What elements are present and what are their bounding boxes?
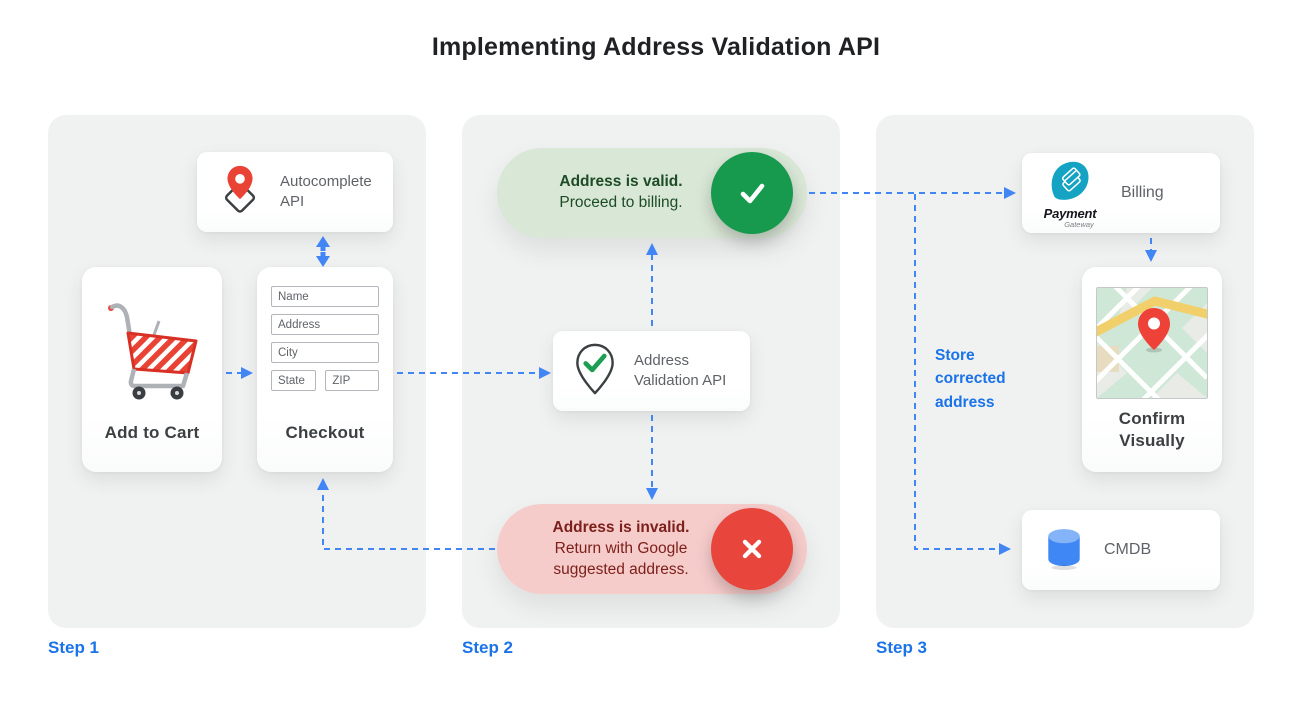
- validation-api-label: Address Validation API: [634, 352, 727, 389]
- validation-pin-check-icon: [569, 340, 621, 403]
- add-to-cart-card: Add to Cart: [82, 267, 222, 472]
- name-field[interactable]: [271, 286, 379, 307]
- state-field[interactable]: [271, 370, 317, 391]
- zip-field[interactable]: [325, 370, 379, 391]
- confirm-visually-card: Confirm Visually: [1082, 267, 1222, 472]
- address-valid-text: Address is valid. Proceed to billing.: [559, 173, 683, 211]
- payment-gateway-logo: Payment Gateway: [1038, 158, 1102, 229]
- valid-check-icon: [711, 152, 793, 234]
- cmdb-label: CMDB: [1104, 541, 1152, 558]
- store-corrected-address-note: Store corrected address: [935, 347, 1006, 411]
- address-invalid-pill: Address is invalid. Return with Google s…: [497, 504, 807, 594]
- billing-label: Billing: [1121, 184, 1164, 201]
- checkout-form: [257, 267, 393, 398]
- address-validation-api-card: Address Validation API: [553, 331, 750, 411]
- autocomplete-map-pin-icon: [213, 162, 267, 223]
- step2-label: Step 2: [462, 638, 514, 657]
- address-field[interactable]: [271, 314, 379, 335]
- payment-logo-subtitle: Gateway: [1064, 219, 1094, 229]
- autocomplete-api-card: Autocomplete API: [197, 152, 393, 232]
- add-to-cart-label: Add to Cart: [104, 422, 200, 442]
- billing-card: Payment Gateway Billing: [1022, 153, 1220, 233]
- city-field[interactable]: [271, 342, 379, 363]
- address-valid-pill: Address is valid. Proceed to billing.: [497, 148, 807, 238]
- confirm-visually-label: Confirm Visually: [1118, 408, 1186, 450]
- autocomplete-api-label: Autocomplete API: [280, 173, 372, 210]
- checkout-label: Checkout: [285, 422, 365, 442]
- checkout-card: Checkout: [257, 267, 393, 472]
- address-invalid-text: Address is invalid. Return with Google s…: [552, 518, 690, 578]
- invalid-x-icon: [711, 508, 793, 590]
- map-thumbnail: [1096, 287, 1208, 399]
- step1-label: Step 1: [48, 638, 100, 657]
- shopping-cart-icon: [97, 291, 207, 408]
- step3-label: Step 3: [876, 638, 928, 657]
- cmdb-card: CMDB: [1022, 510, 1220, 590]
- page-title: Implementing Address Validation API: [431, 33, 881, 61]
- payment-logo-title: Payment: [1043, 205, 1097, 221]
- database-icon: [1042, 524, 1086, 577]
